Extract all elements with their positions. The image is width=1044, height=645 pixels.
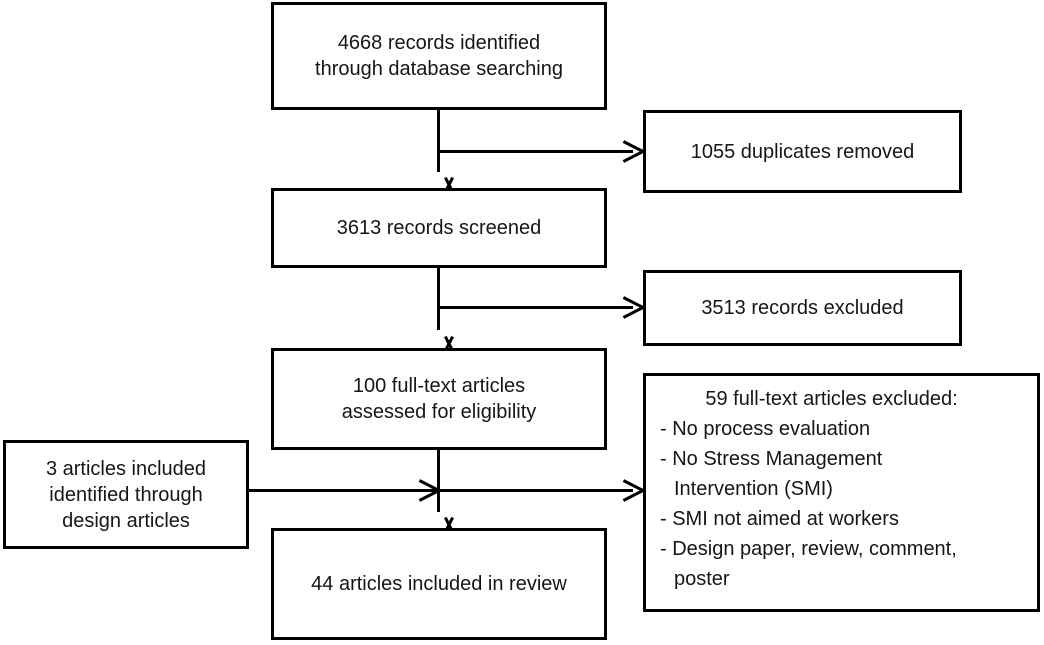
connector-identified-to-screened bbox=[437, 110, 440, 172]
node-fulltext-excluded-reason-3: - SMI not aimed at workers bbox=[660, 508, 899, 530]
node-design-articles-included: 3 articles included identified through d… bbox=[3, 440, 249, 549]
node-duplicates-removed-line1: 1055 duplicates removed bbox=[690, 140, 915, 163]
node-fulltext-excluded-reason-1: - No process evaluation bbox=[660, 418, 871, 440]
node-design-articles-line3: design articles bbox=[62, 509, 190, 532]
node-records-identified-line2: through database searching bbox=[315, 58, 563, 80]
connector-screened-to-fulltext bbox=[437, 268, 440, 330]
node-articles-included-line1: 44 articles included in review bbox=[311, 573, 567, 595]
connector-identified-to-duplicates bbox=[437, 150, 633, 153]
node-records-identified: 4668 records identified through database… bbox=[271, 2, 607, 110]
node-design-articles-line2: identified through bbox=[49, 483, 203, 506]
node-records-identified-line1: 4668 records identified bbox=[337, 32, 541, 54]
node-fulltext-excluded: 59 full-text articles excluded: - No pro… bbox=[643, 373, 1040, 612]
connector-design-articles-to-junction bbox=[249, 489, 439, 492]
node-fulltext-excluded-heading: 59 full-text articles excluded: bbox=[705, 388, 958, 410]
node-duplicates-removed: 1055 duplicates removed bbox=[643, 110, 962, 193]
node-fulltext-excluded-reason-2-cont: Intervention (SMI) bbox=[674, 478, 833, 500]
node-articles-included-in-review: 44 articles included in review bbox=[271, 528, 607, 640]
node-records-excluded-line1: 3513 records excluded bbox=[701, 297, 904, 319]
connector-screened-to-excluded-records bbox=[437, 306, 633, 309]
connector-fulltext-to-fulltext-excluded bbox=[437, 489, 633, 492]
node-records-screened: 3613 records screened bbox=[271, 188, 607, 268]
node-records-screened-line1: 3613 records screened bbox=[336, 217, 542, 239]
node-fulltext-assessed: 100 full-text articles assessed for elig… bbox=[271, 348, 607, 450]
node-records-excluded: 3513 records excluded bbox=[643, 270, 962, 346]
node-fulltext-assessed-line1: 100 full-text articles bbox=[352, 375, 526, 397]
node-fulltext-excluded-reason-2: - No Stress Management bbox=[660, 448, 883, 470]
node-fulltext-excluded-reason-4: - Design paper, review, comment, bbox=[660, 538, 957, 560]
node-fulltext-assessed-line2: assessed for eligibility bbox=[341, 401, 537, 423]
node-design-articles-line1: 3 articles included bbox=[45, 457, 207, 480]
connector-fulltext-to-included bbox=[437, 450, 440, 512]
node-fulltext-excluded-reason-4-cont: poster bbox=[674, 568, 730, 590]
